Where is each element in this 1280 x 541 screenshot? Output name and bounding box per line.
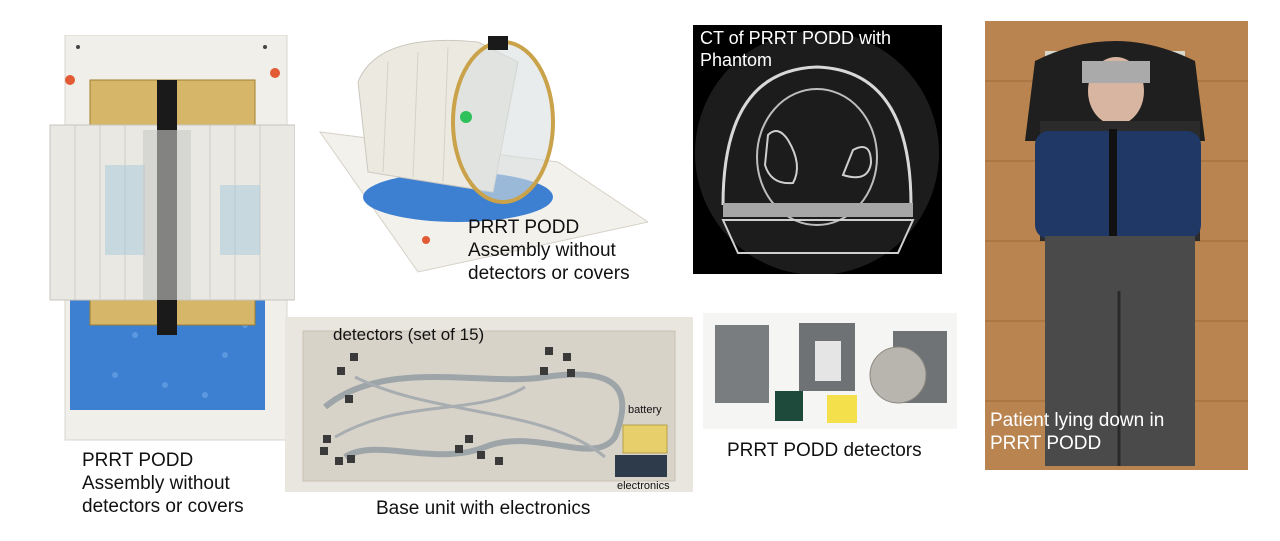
caption-podd-assembly-tall: PRRT PODD Assembly without detectors or … — [82, 450, 244, 517]
photo-podd-assembly-tall — [45, 35, 295, 445]
photo-patient — [985, 21, 1248, 470]
caption-base-unit: Base unit with electronics — [376, 498, 591, 519]
photo-detectors — [703, 313, 957, 429]
photo-base-unit — [285, 317, 693, 492]
photo-podd-assembly-angled — [318, 22, 648, 277]
caption-podd-assembly-angled: PRRT PODD Assembly without detectors or … — [468, 217, 630, 284]
label-battery: battery — [628, 404, 662, 416]
photo-ct-scan — [693, 25, 942, 274]
caption-patient: Patient lying down in PRRT PODD — [990, 410, 1165, 454]
label-electronics: electronics — [617, 480, 670, 492]
title-ct-scan: CT of PRRT PODD with Phantom — [700, 28, 892, 70]
label-detectors: detectors (set of 15) — [333, 325, 485, 344]
caption-detectors: PRRT PODD detectors — [727, 440, 922, 461]
